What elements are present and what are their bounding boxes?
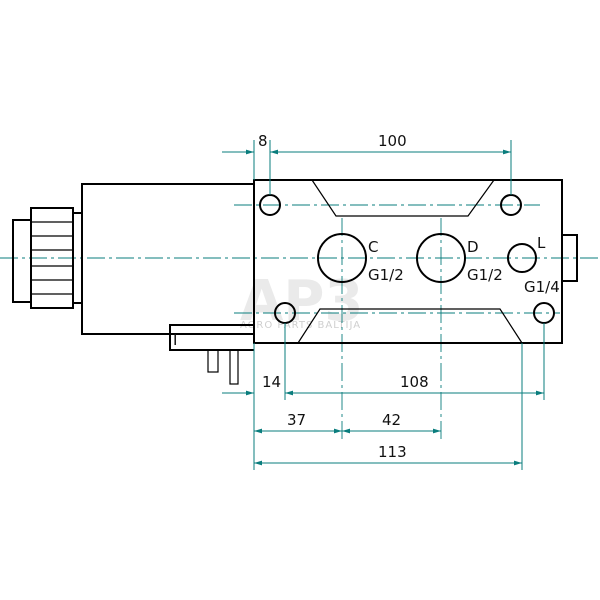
dim-42: 42: [382, 411, 401, 429]
solenoid-coil: [81, 183, 255, 335]
port-c-letter: C: [368, 238, 378, 256]
watermark-tagline: AGRO PARTS BALTIJA: [240, 320, 361, 331]
watermark: AP3 AGRO PARTS BALTIJA: [240, 269, 363, 334]
electrical-connector: I: [169, 324, 254, 385]
port-d: [416, 233, 466, 283]
ports: C G1/2 D G1/2 L G1/4: [317, 233, 560, 296]
port-l-thread: G1/4: [524, 278, 560, 296]
dim-14: 14: [262, 373, 281, 391]
extension-lines: [253, 140, 545, 470]
port-d-thread: G1/2: [467, 266, 503, 284]
dim-37: 37: [287, 411, 306, 429]
port-l: [507, 243, 537, 273]
port-d-letter: D: [467, 238, 479, 256]
connector-mark: I: [173, 331, 177, 349]
dim-113: 113: [378, 443, 407, 461]
center-lines: [0, 204, 600, 440]
bottom-dimensions: 14 108 37 42 113: [222, 373, 544, 466]
port-l-letter: L: [537, 234, 546, 252]
dim-8: 8: [258, 132, 268, 150]
port-c: [317, 233, 367, 283]
watermark-logo: AP3: [240, 269, 363, 334]
valve-body: [253, 179, 578, 344]
top-dimensions: 8 100: [222, 132, 511, 155]
dim-108: 108: [400, 373, 429, 391]
coil-nut: [12, 207, 83, 309]
port-c-thread: G1/2: [368, 266, 404, 284]
dim-100: 100: [378, 132, 407, 150]
